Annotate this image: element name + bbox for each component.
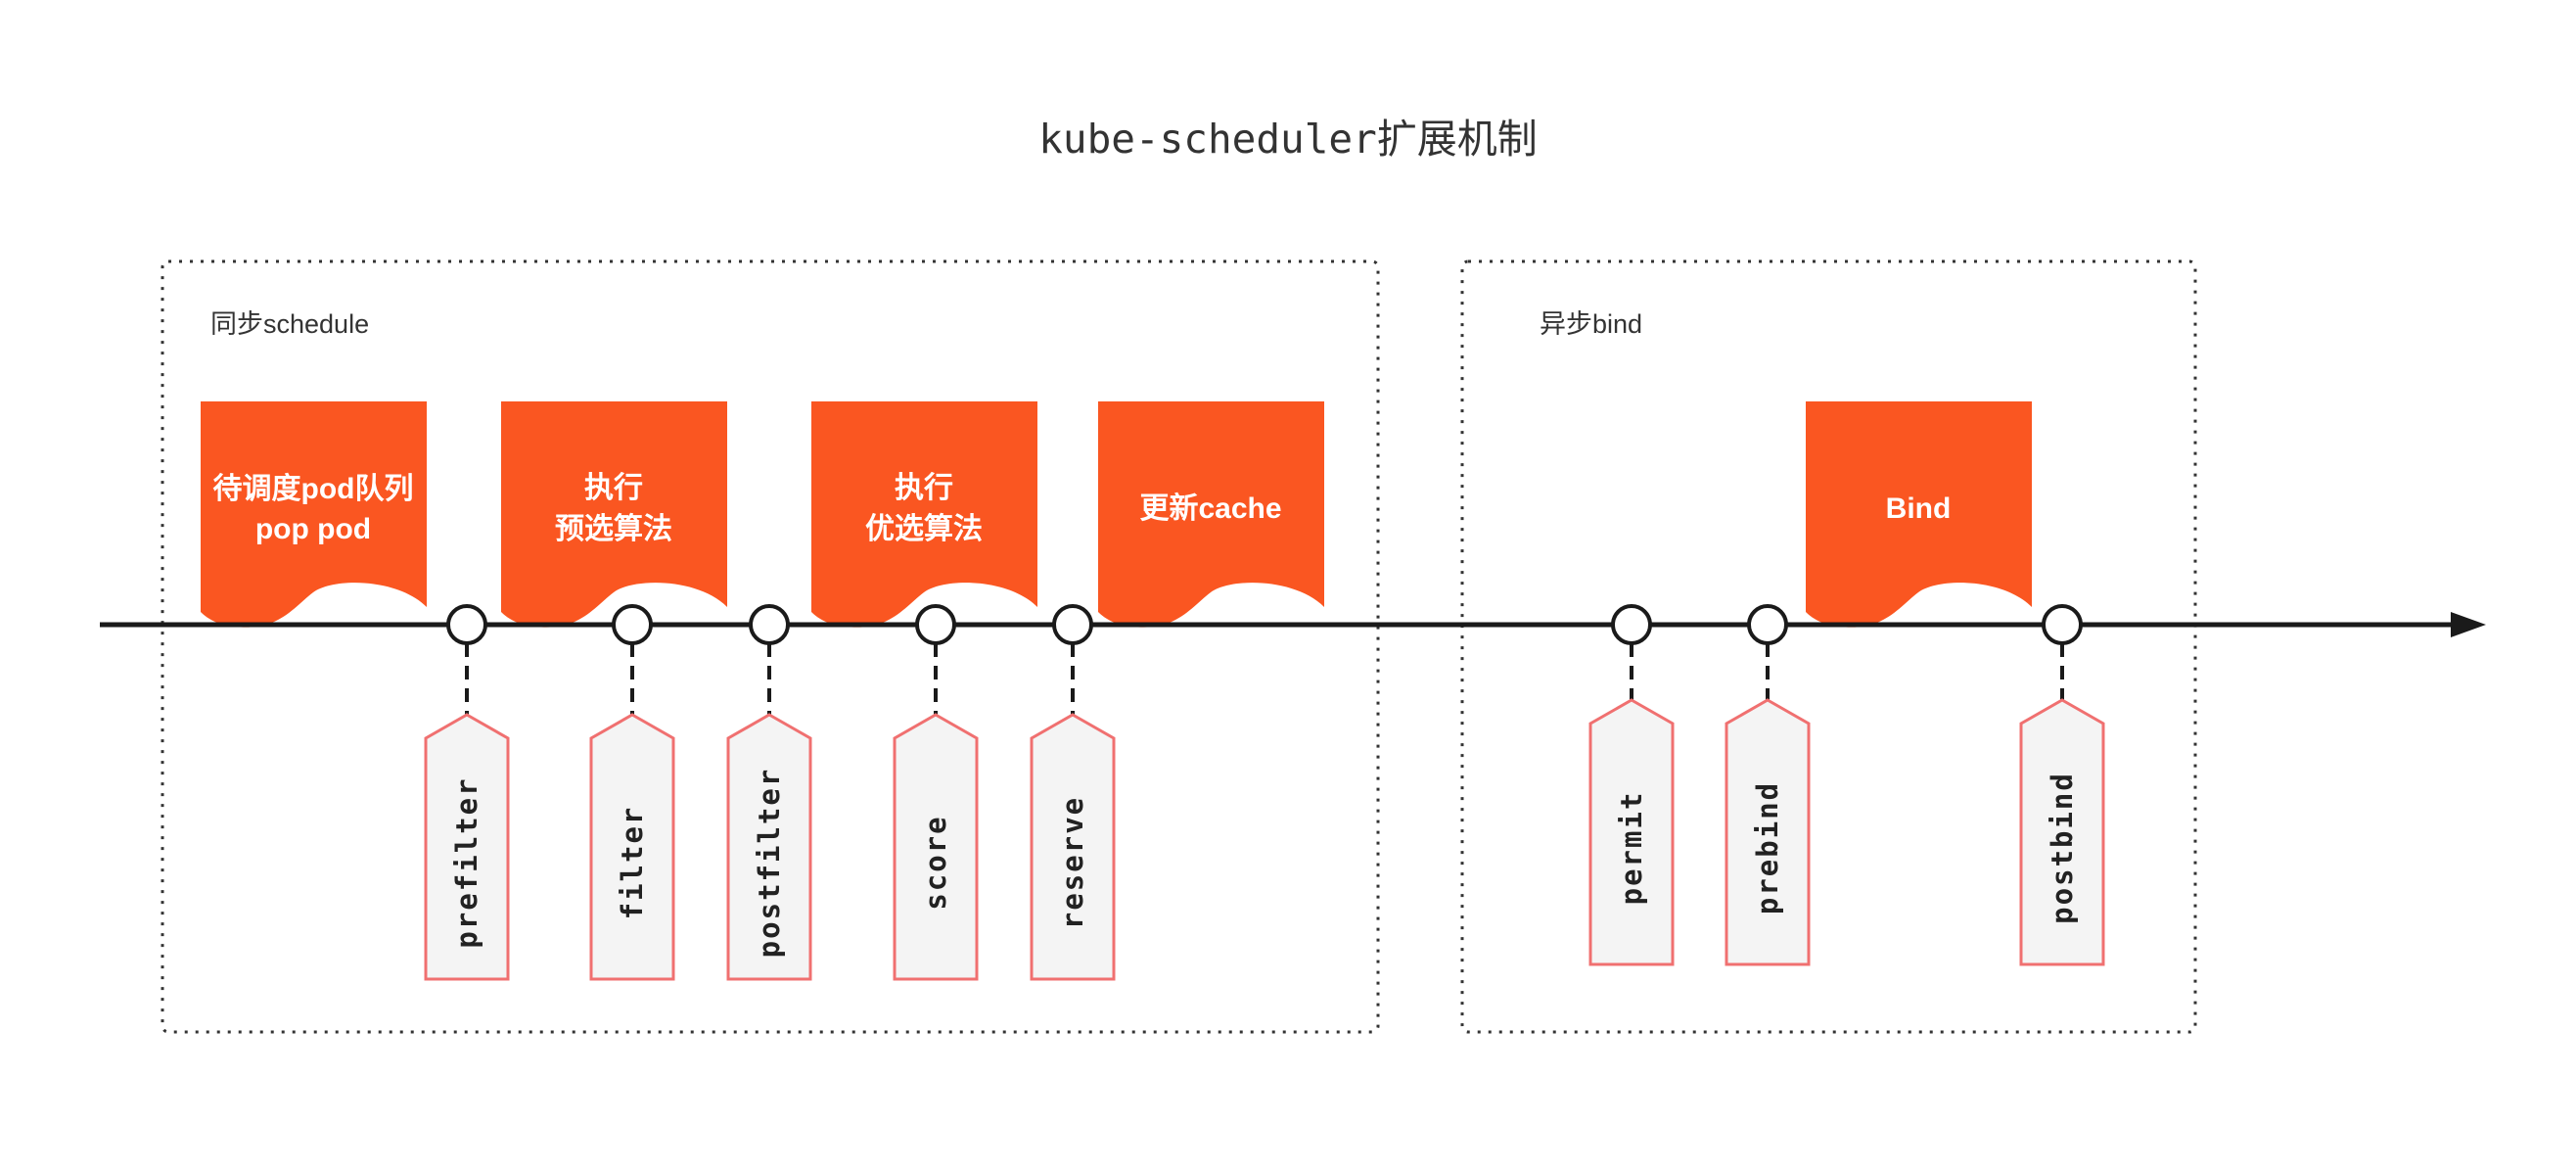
banner-label-line1: 执行 bbox=[584, 472, 643, 504]
extension-tag bbox=[2019, 698, 2105, 966]
banner-shape bbox=[1098, 401, 1324, 628]
async-bind-frame bbox=[1460, 259, 2197, 1034]
extension-tag bbox=[1725, 698, 1811, 966]
extension-point-node bbox=[749, 604, 790, 645]
banner-label: 更新cache bbox=[1139, 492, 1281, 525]
extension-point-node bbox=[1747, 604, 1788, 645]
banner-shape bbox=[811, 401, 1037, 628]
extension-point-label: postfilter bbox=[753, 768, 786, 959]
extension-point-reserve: reserve bbox=[1030, 604, 1116, 981]
extension-tag bbox=[893, 713, 979, 981]
extension-point-label: prefilter bbox=[450, 776, 483, 948]
extension-point-postbind: postbind bbox=[2019, 604, 2105, 966]
extension-point-node bbox=[2042, 604, 2083, 645]
async-bind-label: 异步bind bbox=[1540, 309, 1642, 339]
extension-point-postfilter: postfilter bbox=[726, 604, 812, 981]
extension-point-filter: filter bbox=[589, 604, 675, 981]
extension-point-prebind: prebind bbox=[1725, 604, 1811, 966]
extension-point-label: score bbox=[919, 815, 952, 910]
extension-point-permit: permit bbox=[1588, 604, 1675, 966]
banner-shape bbox=[501, 401, 727, 628]
banner-run-filter: 执行 预选算法 bbox=[501, 401, 727, 628]
extension-point-score: score bbox=[893, 604, 979, 981]
banner-label-line2: pop pod bbox=[255, 513, 371, 545]
extension-point-node bbox=[1052, 604, 1093, 645]
banner-queue-pop: 待调度pod队列 pop pod bbox=[201, 401, 427, 628]
extension-tag bbox=[589, 713, 675, 981]
sync-schedule-label: 同步schedule bbox=[210, 309, 369, 339]
extension-point-prefilter: prefilter bbox=[424, 604, 510, 981]
extension-tag bbox=[1030, 713, 1116, 981]
extension-point-node bbox=[612, 604, 653, 645]
banner-label: Bind bbox=[1886, 492, 1952, 525]
extension-tag bbox=[726, 713, 812, 981]
banner-shape bbox=[1806, 401, 2032, 628]
extension-point-label: permit bbox=[1615, 791, 1648, 906]
banner-label-line1: 待调度pod队列 bbox=[213, 473, 414, 505]
timeline-arrowhead bbox=[2451, 612, 2486, 637]
banner-label-line2: 优选算法 bbox=[865, 512, 983, 545]
extension-point-node bbox=[915, 604, 956, 645]
banner-label-line2: 预选算法 bbox=[555, 512, 672, 545]
extension-tag bbox=[424, 713, 510, 981]
extension-point-label: postbind bbox=[2046, 772, 2079, 924]
banner-shape bbox=[201, 401, 427, 628]
extension-point-label: prebind bbox=[1751, 781, 1784, 914]
banner-label-line1: 执行 bbox=[895, 472, 953, 504]
banner-run-score: 执行 优选算法 bbox=[811, 401, 1037, 628]
extension-tag bbox=[1588, 698, 1675, 966]
extension-point-label: filter bbox=[616, 806, 649, 920]
banner-bind: Bind bbox=[1806, 401, 2032, 628]
extension-point-node bbox=[446, 604, 487, 645]
extension-point-label: reserve bbox=[1056, 796, 1089, 929]
banner-update-cache: 更新cache bbox=[1098, 401, 1324, 628]
extension-points: prefilter filter postfilter score reserve per… bbox=[424, 604, 2105, 981]
extension-point-node bbox=[1611, 604, 1652, 645]
diagram-title: kube-scheduler扩展机制 bbox=[1038, 116, 1538, 163]
